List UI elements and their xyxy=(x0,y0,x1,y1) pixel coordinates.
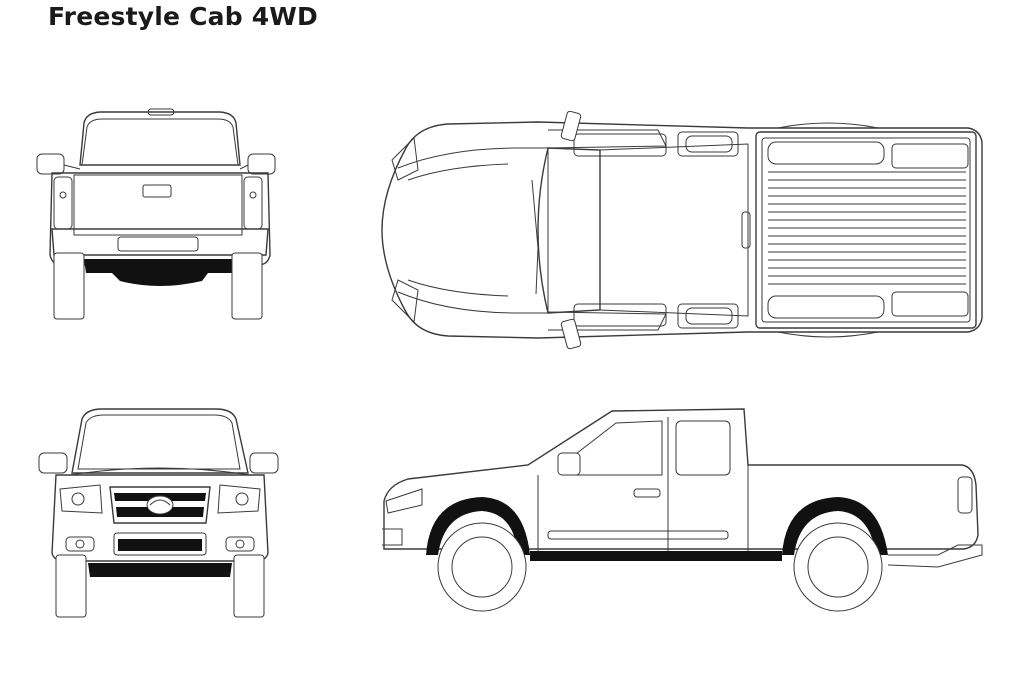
front-view-drawing xyxy=(30,405,290,625)
side-view-drawing xyxy=(378,405,990,620)
rear-view-drawing xyxy=(30,105,290,325)
top-view-drawing xyxy=(378,108,990,353)
drawing-title: Freestyle Cab 4WD xyxy=(48,2,319,31)
